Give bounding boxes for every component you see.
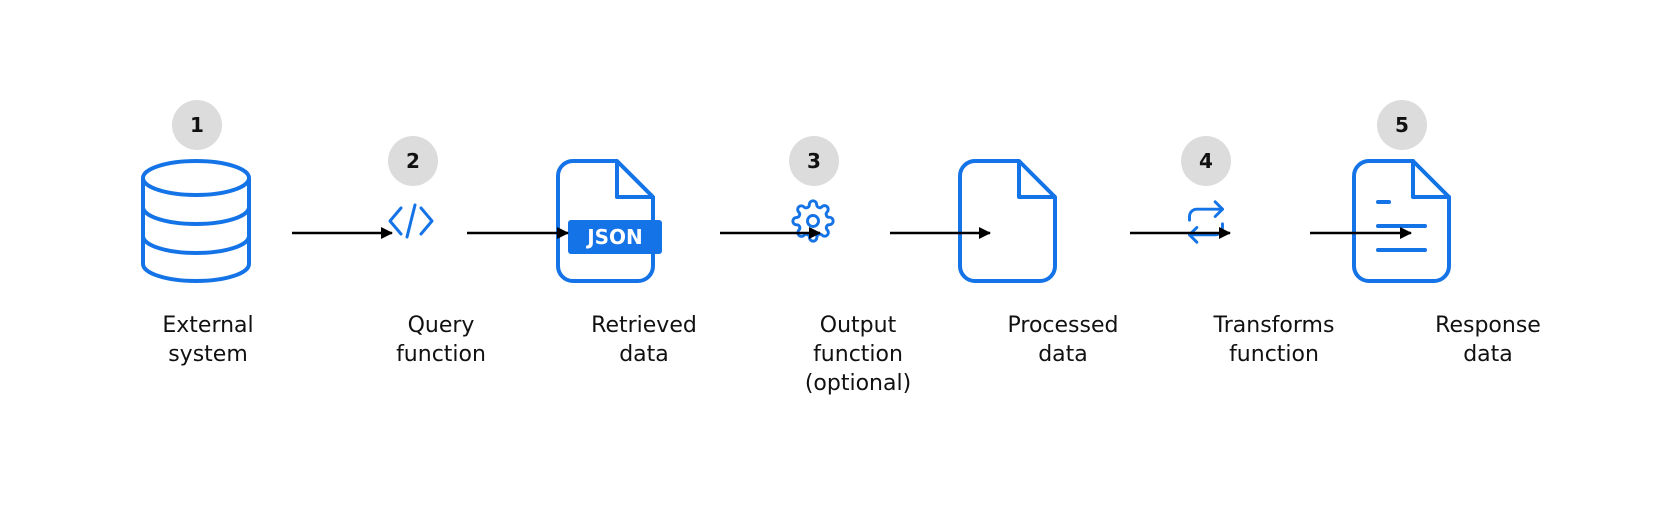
step-badge-3: 3 bbox=[789, 136, 839, 186]
step-label-output-function: Output function (optional) bbox=[804, 313, 912, 396]
json-file-label: JSON bbox=[587, 225, 643, 249]
step-badge-1: 1 bbox=[172, 100, 222, 150]
blank-file-icon bbox=[957, 158, 1059, 284]
step-label-processed-data: Processed data bbox=[1007, 313, 1119, 367]
step-label-response-data: Response data bbox=[1435, 313, 1541, 367]
step-label-transforms-function: Transforms function bbox=[1213, 313, 1335, 367]
code-brackets-icon bbox=[388, 202, 434, 240]
step-badge-2: 2 bbox=[388, 136, 438, 186]
step-label-external-system: External system bbox=[162, 313, 254, 367]
text-file-icon bbox=[1351, 158, 1453, 284]
step-label-retrieved-data: Retrieved data bbox=[591, 313, 697, 367]
step-label-query-function: Query function bbox=[396, 313, 486, 367]
json-file-icon: JSON bbox=[555, 158, 665, 284]
step-badge-4: 4 bbox=[1181, 136, 1231, 186]
database-icon bbox=[140, 158, 252, 284]
step-badge-5: 5 bbox=[1377, 100, 1427, 150]
